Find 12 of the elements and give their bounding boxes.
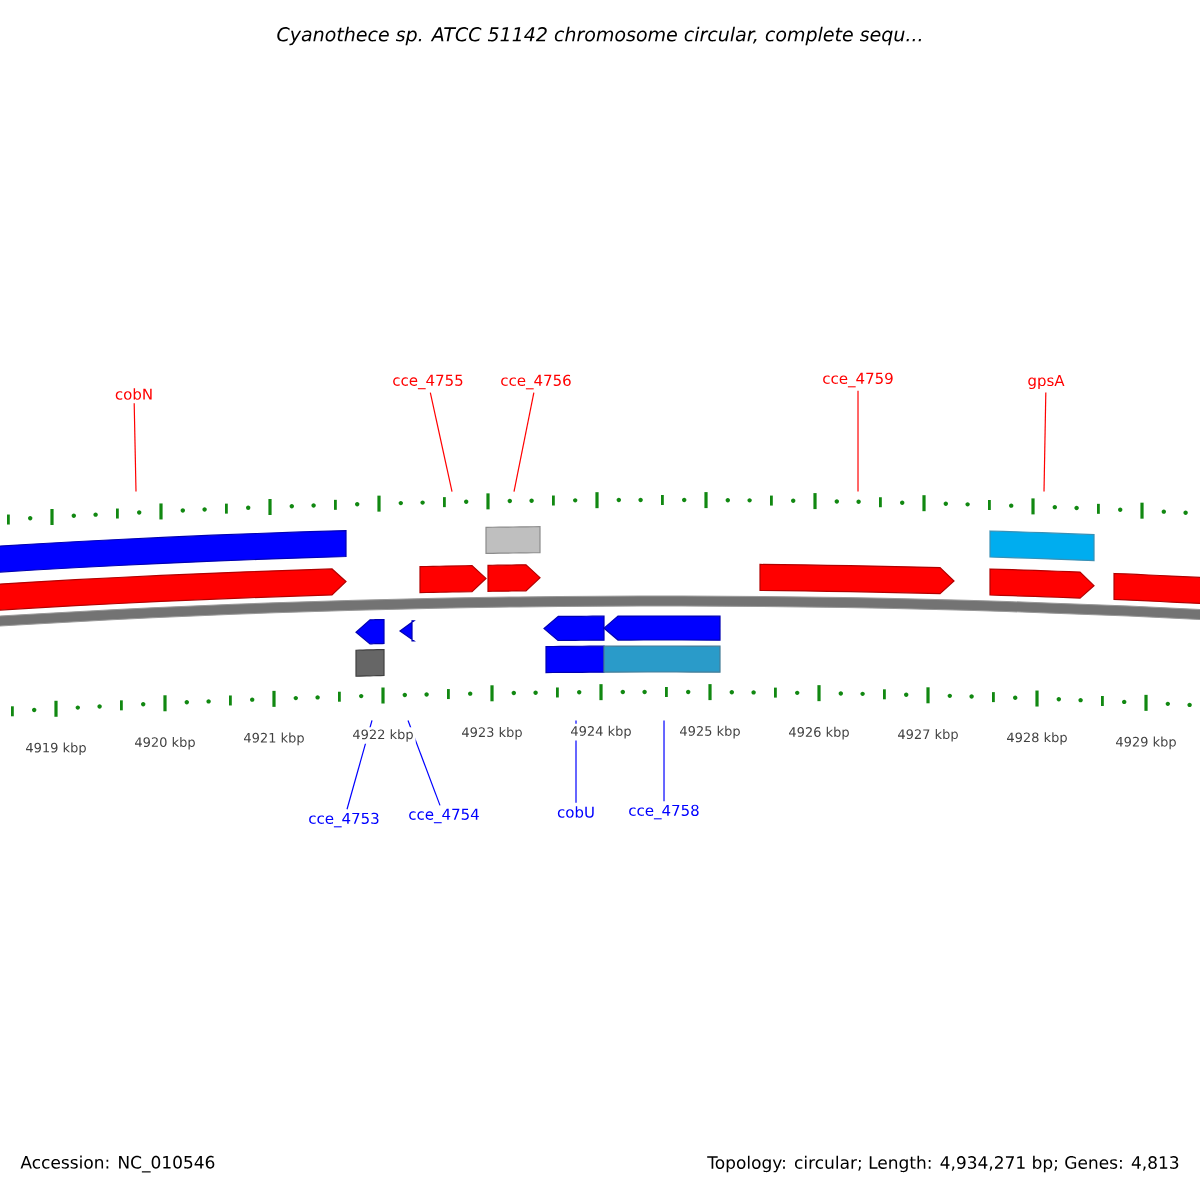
footer-text: Accession: NC_010546: [20, 1155, 215, 1173]
leader-line: [133, 402, 137, 493]
title: Cyanothece sp. ATCC 51142 chromosome circular, complete sequ...: [277, 26, 921, 46]
leader-line: [429, 392, 453, 493]
leader-line: [407, 719, 441, 806]
footer-text: Topology: circular; Length: 4,934,271 bp; Genes: 4,813: [707, 1155, 1179, 1173]
tick-ring: [7, 492, 1188, 525]
leader-line: [1043, 391, 1047, 493]
leader-line: [513, 392, 535, 493]
leader-line: [857, 390, 859, 493]
tick-ring: [11, 684, 1192, 717]
leader-line: [663, 719, 665, 802]
